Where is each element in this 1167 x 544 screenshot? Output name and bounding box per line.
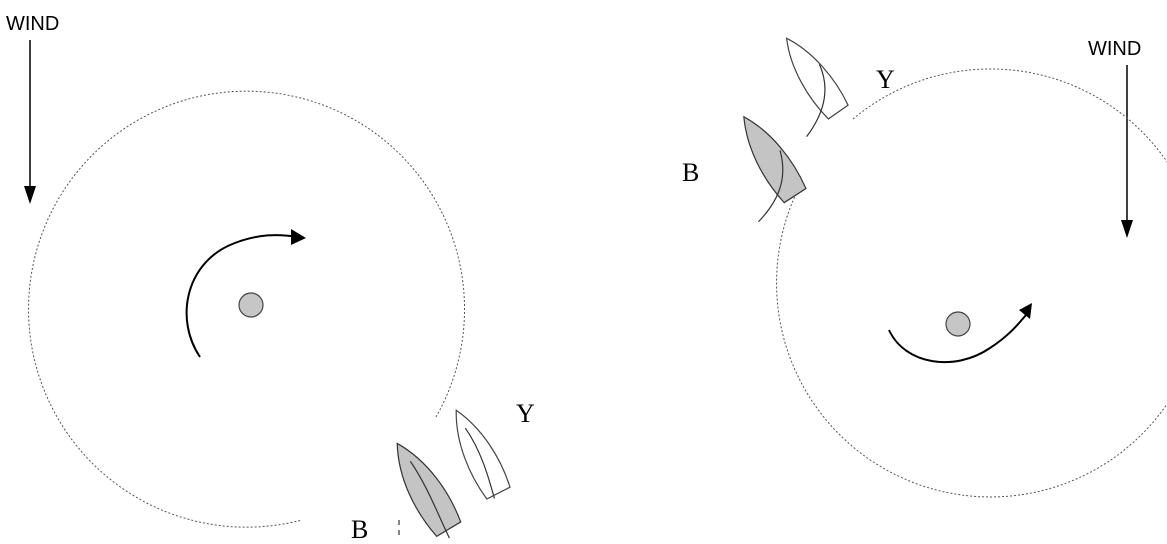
wind-arrow (24, 40, 36, 204)
wind-label: WIND (6, 13, 59, 35)
diagram-right: WIND Y B (682, 37, 1167, 498)
zone-circle (776, 68, 1167, 498)
boat-label-b: B (351, 515, 368, 544)
boat-y (455, 409, 511, 500)
boat-label-b: B (682, 158, 699, 187)
rounding-direction-arrow (888, 303, 1032, 364)
diagram-left: WIND Y B (6, 13, 535, 544)
boat-label-y: Y (516, 399, 535, 428)
boat-y (785, 37, 849, 137)
boat-label-y: Y (876, 65, 895, 94)
mark (238, 292, 264, 318)
boat-b (396, 442, 462, 539)
boat-b (743, 115, 807, 223)
wind-arrow (1121, 65, 1133, 238)
rounding-direction-arrow (185, 229, 306, 358)
zone-circle (28, 90, 466, 528)
wind-label: WIND (1088, 38, 1141, 60)
mark (945, 311, 971, 337)
